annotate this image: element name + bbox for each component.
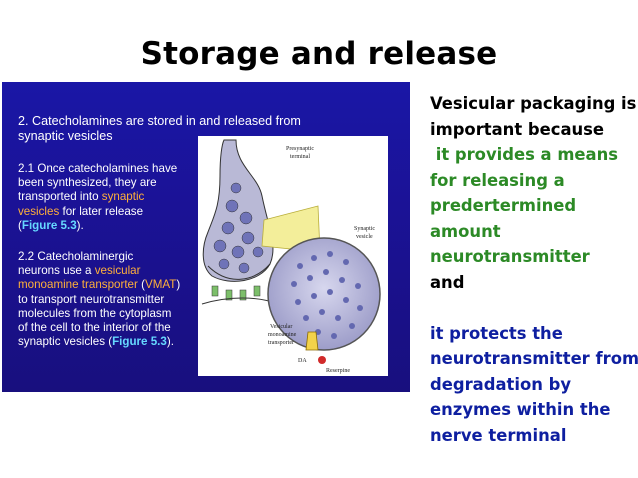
- para-line: molecules from the cytoplasm: [18, 306, 172, 320]
- para-line: (Figure 5.3).: [18, 218, 84, 232]
- para-line: 2.2 Catecholaminergic: [18, 250, 134, 263]
- textbook-image-panel: 2. Catecholamines are stored in and rele…: [2, 82, 410, 392]
- para-line: 2.1 Once catecholamines have: [18, 162, 178, 175]
- term-highlight: vesicular: [94, 264, 141, 278]
- explanation-text: Vesicular packaging is important because…: [430, 91, 638, 448]
- term-highlight: VMAT: [144, 278, 177, 292]
- synapse-diagram: Presynaptic terminal Synaptic vesicle Ve…: [201, 139, 381, 374]
- text-line: it provides a means: [430, 145, 619, 164]
- text-line: important because: [430, 119, 605, 139]
- slide-title: Storage and release: [140, 36, 498, 72]
- para-line: to transport neurotransmitter: [18, 292, 165, 306]
- label-vesicular: Vesicular: [270, 324, 292, 330]
- receptors: [211, 285, 261, 301]
- text-line: neurotransmitter: [430, 247, 590, 266]
- text-line: Vesicular packaging is: [430, 94, 637, 113]
- heading-line: 2. Catecholamines are stored in and rele…: [18, 114, 301, 128]
- text-line: for releasing a: [430, 170, 565, 190]
- para-line: vesicles for later release: [18, 204, 144, 218]
- label-presynaptic: Presynaptic: [286, 146, 314, 152]
- presynaptic-terminal-shape: [202, 139, 274, 282]
- spacer: [430, 295, 635, 321]
- para-line: monoamine transporter (VMAT): [18, 278, 181, 292]
- small-vesicles: [213, 182, 264, 274]
- para-line: synaptic vesicles (Figure 5.3).: [18, 335, 174, 349]
- label-da: DA: [298, 358, 307, 364]
- heading-line: synaptic vesicles: [18, 129, 113, 143]
- label-synaptic: Synaptic: [354, 226, 375, 232]
- synapse-figure: Presynaptic terminal Synaptic vesicle Ve…: [198, 136, 388, 376]
- term-highlight: synaptic: [101, 190, 145, 204]
- para-line: been synthesized, they are: [18, 176, 157, 190]
- para-line: neurons use a vesicular: [18, 264, 141, 278]
- term-highlight: vesicles: [18, 204, 60, 218]
- para-line: transported into synaptic: [18, 190, 145, 204]
- reserpine-molecule: [318, 356, 326, 364]
- enlarged-synaptic-vesicle: [267, 237, 381, 351]
- label-terminal: terminal: [290, 154, 310, 160]
- text-line: predertermined: [430, 196, 577, 215]
- vmat-transporter: [305, 331, 319, 351]
- para-line: of the cell to the interior of the: [18, 321, 171, 335]
- text-line: and: [430, 272, 465, 292]
- paragraph-2-2: 2.2 Catecholaminergic neurons use a vesi…: [18, 250, 180, 349]
- figure-reference: Figure 5.3: [21, 218, 77, 232]
- term-highlight: monoamine transporter: [18, 278, 138, 292]
- text-line: amount: [430, 221, 501, 241]
- paragraph-2-1: 2.1 Once catecholamines have been synthe…: [18, 162, 177, 233]
- figure-reference: Figure 5.3: [112, 335, 167, 349]
- label-transporter: transporter: [268, 340, 294, 346]
- label-monoamine: monoamine: [268, 332, 297, 338]
- text-line: it protects the: [430, 323, 563, 343]
- text-line: enzymes within the: [430, 400, 611, 419]
- text-line: nerve terminal: [430, 425, 567, 445]
- label-vesicle: vesicle: [356, 234, 373, 240]
- label-reserpine: Reserpine: [326, 368, 350, 374]
- panel-heading: 2. Catecholamines are stored in and rele…: [18, 114, 301, 144]
- text-line: neurotransmitter from: [430, 349, 638, 368]
- text-line: degradation by: [430, 374, 572, 394]
